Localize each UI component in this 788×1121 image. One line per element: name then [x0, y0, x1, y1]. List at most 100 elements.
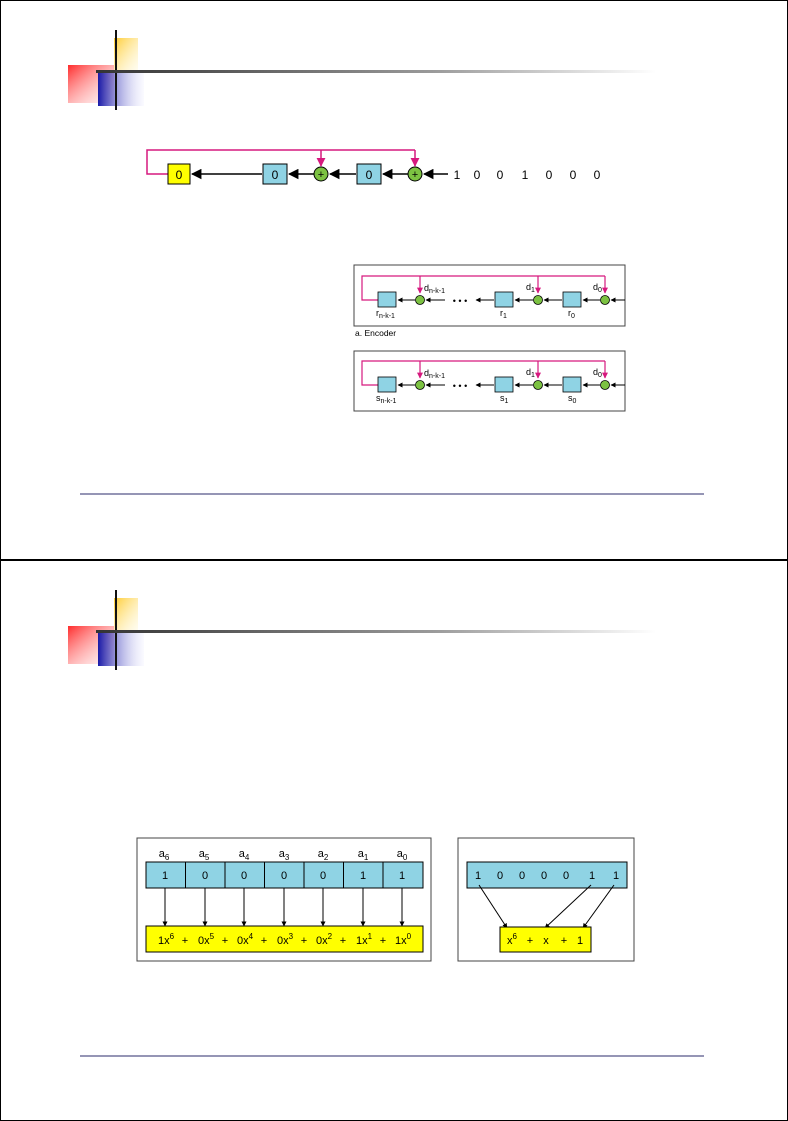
encoder-label-r0: r0 [568, 308, 575, 320]
polynomial-term: 0x4 [237, 932, 254, 947]
bit-to-term-arrows [162, 888, 405, 927]
polynomial-term: 1x1 [356, 932, 373, 947]
bit-row: 1 0 0 0 0 1 1 [145, 861, 424, 889]
polynomial-representation-panel: a6 a5 a4 a3 a2 a1 a0 1 0 0 [136, 837, 432, 962]
feedback-line [146, 149, 415, 175]
bit-cell: 1 [360, 870, 366, 882]
coefficient-label: a0 [397, 848, 408, 862]
bit-cell: 0 [563, 870, 569, 882]
polynomial-term: 1 [577, 935, 583, 947]
bit-cell: 1 [589, 870, 595, 882]
coefficient-label: a5 [199, 848, 210, 862]
encoder-label-d-last: dn-k-1 [424, 283, 445, 295]
encoder-label-d1: d1 [526, 282, 535, 294]
polynomial-row [145, 925, 424, 953]
encoder-feedback-line [361, 275, 605, 301]
xor-gate-2 [407, 166, 423, 182]
panel-b-box [457, 837, 635, 962]
plus-sign: + [222, 935, 228, 947]
encoder-xor-1 [533, 295, 543, 305]
polynomial-term: 1x6 [158, 932, 175, 947]
decoder-label-d1: d1 [526, 367, 535, 379]
decoder-feedback-line [361, 360, 605, 386]
encoder-label-r-last: rn-k-1 [376, 308, 395, 320]
bit-cell: 1 [475, 870, 481, 882]
decoder-label-d0: d0 [593, 367, 602, 379]
encoder-label-r1: r1 [500, 308, 507, 320]
panel-a-box [136, 837, 432, 962]
decoder-register-1 [494, 376, 514, 393]
encoder-xor-0 [600, 295, 610, 305]
decoder-dots: • • • [453, 381, 467, 391]
input-bit: 1 [454, 168, 461, 182]
xor-gate-1-symbol: + [318, 169, 324, 181]
crc-encoder-circuit: 0 0 + 0 + 1 0 0 1 0 0 0 [146, 149, 601, 185]
bit-cell: 0 [281, 870, 287, 882]
input-bit: 0 [546, 168, 553, 182]
decoder-register-last [377, 376, 397, 393]
slide-2: a6 a5 a4 a3 a2 a1 a0 1 0 0 [0, 560, 788, 1121]
decoder-xor-1 [533, 380, 543, 390]
bit-cell: 1 [399, 870, 405, 882]
decoder-box [353, 350, 626, 412]
register-left [167, 163, 191, 185]
polynomial-term: 1x0 [395, 932, 412, 947]
input-bit: 0 [570, 168, 577, 182]
bit-row-b [466, 861, 628, 889]
encoder-dots: • • • [453, 296, 467, 306]
decoder-register-0 [562, 376, 582, 393]
register-right [356, 163, 382, 185]
coefficient-label: a3 [279, 848, 290, 862]
bit-cell: 0 [541, 870, 547, 882]
polynomial-term: x [543, 935, 549, 947]
coefficient-label: a1 [358, 848, 369, 862]
bit-cell: 0 [519, 870, 525, 882]
polynomial-term: 0x5 [198, 932, 215, 947]
encoder-register-0 [562, 291, 582, 308]
register-right-value: 0 [366, 168, 373, 182]
encoder-box [353, 264, 626, 327]
input-bit: 0 [594, 168, 601, 182]
xor-gate-1 [313, 166, 329, 182]
polynomial-term: x6 [507, 932, 518, 947]
general-encoder-diagram: • • • dn-k-1 d1 d0 rn-k-1 r1 r0 a. Encod… [353, 264, 626, 338]
bit-cell: 0 [202, 870, 208, 882]
plus-sign: + [527, 935, 533, 947]
register-left-value: 0 [176, 168, 183, 182]
slide-1: 0 0 + 0 + 1 0 0 1 0 0 0 [0, 0, 788, 560]
decoder-xor-last [415, 380, 425, 390]
plus-sign: + [561, 935, 567, 947]
bit-cell: 1 [162, 870, 168, 882]
polynomial-term: 0x3 [277, 932, 294, 947]
encoder-xor-last [415, 295, 425, 305]
general-decoder-diagram: • • • dn-k-1 d1 d0 sn-k-1 s1 s0 [353, 350, 626, 412]
decoder-label-d-last: dn-k-1 [424, 368, 445, 380]
bit-cell: 0 [497, 870, 503, 882]
decoder-label-s1: s1 [500, 393, 509, 405]
short-form-panel: 1 0 0 0 0 1 1 x6 + x + 1 [457, 837, 635, 962]
polynomial-term: 0x2 [316, 932, 333, 947]
input-bit: 0 [497, 168, 504, 182]
bit-cell: 0 [320, 870, 326, 882]
register-middle [262, 163, 288, 185]
xor-gate-2-symbol: + [412, 169, 418, 181]
polynomial-row-b [499, 926, 592, 953]
register-middle-value: 0 [272, 168, 279, 182]
decoder-label-s-last: sn-k-1 [376, 393, 397, 405]
input-bits: 1 0 0 1 0 0 0 [454, 168, 601, 182]
input-bit: 0 [474, 168, 481, 182]
encoder-register-last [377, 291, 397, 308]
encoder-register-1 [494, 291, 514, 308]
coefficient-label: a4 [239, 848, 250, 862]
bit-cell: 0 [241, 870, 247, 882]
bit-to-term-arrows-b [478, 884, 615, 929]
plus-sign: + [380, 935, 386, 947]
plus-sign: + [301, 935, 307, 947]
plus-sign: + [261, 935, 267, 947]
slide-1-logo-icon [68, 30, 656, 110]
input-bit: 1 [522, 168, 529, 182]
bit-cell: 1 [613, 870, 619, 882]
plus-sign: + [340, 935, 346, 947]
coefficient-label: a2 [318, 848, 329, 862]
